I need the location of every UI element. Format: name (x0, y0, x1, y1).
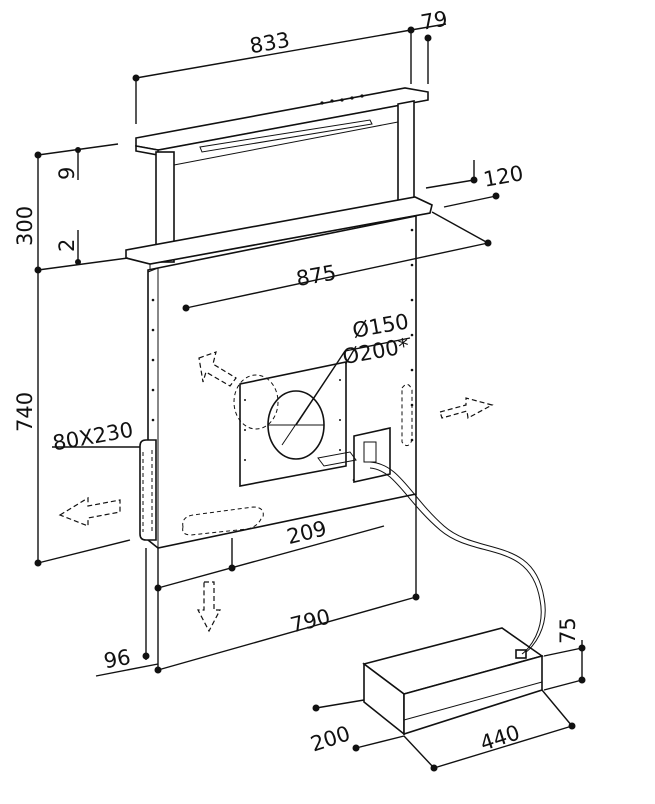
side-opening (139, 439, 157, 541)
dim-120: 120 (482, 161, 526, 192)
dim-80x230: 80X230 (51, 418, 135, 456)
arrow-down-icon (197, 581, 221, 633)
dim-440: 440 (477, 720, 523, 755)
dim-790: 790 (288, 604, 333, 637)
dim-75: 75 (556, 617, 580, 644)
rivets-plate (244, 379, 341, 461)
airflow-arrows (58, 351, 494, 633)
dim-2: 2 (55, 239, 79, 252)
dim-200: 200 (308, 721, 354, 756)
dim-300: 300 (13, 206, 37, 246)
arrow-up-left-icon (198, 351, 237, 387)
dim-833: 833 (248, 28, 292, 59)
dim-740: 740 (13, 392, 37, 432)
arrow-right-icon (439, 397, 494, 419)
arrow-left-icon (58, 496, 121, 527)
motor-unit (362, 627, 544, 736)
dim-96: 96 (102, 645, 132, 673)
dimension-lines (34, 23, 586, 772)
top-panel (135, 87, 429, 156)
dim-79: 79 (419, 6, 449, 34)
dim-9: 9 (55, 167, 79, 180)
power-cable (369, 467, 542, 655)
main-body (139, 215, 417, 549)
dim-209: 209 (284, 516, 329, 549)
